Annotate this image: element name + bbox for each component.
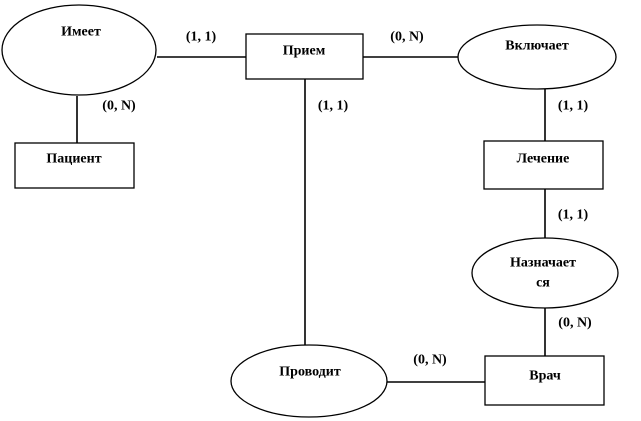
relationship-ellipse (471, 237, 619, 309)
entity-label: Прием (283, 44, 326, 59)
connector-lines (76, 56, 546, 383)
relationship-ellipse (457, 24, 617, 90)
entity-label: Лечение (517, 152, 570, 167)
relationship-imeet: Имеет (1, 4, 157, 96)
cardinality-labels: (1, 1) (0, N) (0, N) (1, 1) (1, 1) (1, 1… (102, 30, 592, 368)
entity-box (245, 33, 364, 80)
entity-label: Врач (529, 369, 561, 384)
relationship-provodit: Проводит (230, 344, 388, 418)
entity-pacient: Пациент (14, 142, 135, 189)
entity-box (14, 142, 135, 189)
entity-box (484, 355, 605, 406)
entity-label: Пациент (46, 152, 101, 167)
cardinality-provodit-vrach: (0, N) (413, 353, 447, 368)
cardinality-imeet-priem: (1, 1) (186, 30, 217, 45)
cardinality-imeet-pacient: (0, N) (102, 99, 136, 114)
relationship-ellipse (230, 344, 388, 418)
relationship-vklyuchaet: Включает (457, 24, 617, 90)
cardinality-naznachaetsya-vrach: (0, N) (558, 316, 592, 331)
relationship-label: Включает (505, 39, 569, 54)
relationship-naznachaetsya: Назначает ся (471, 237, 619, 309)
entity-priem: Прием (245, 33, 364, 80)
cardinality-priem-provodit: (1, 1) (318, 99, 349, 114)
relationship-label: Проводит (279, 365, 341, 380)
entity-box (483, 140, 604, 190)
cardinality-lechenie-naznachaetsya: (1, 1) (558, 208, 589, 223)
relationship-label: Имеет (61, 25, 101, 40)
entity-vrach: Врач (484, 355, 605, 406)
cardinality-vklyuchaet-lechenie: (1, 1) (558, 99, 589, 114)
relationship-ellipse (1, 4, 157, 96)
entity-lechenie: Лечение (483, 140, 604, 190)
cardinality-priem-vklyuchaet: (0, N) (390, 30, 424, 45)
relationship-label-line2: ся (536, 276, 550, 291)
relationship-label-line1: Назначает (510, 256, 576, 271)
